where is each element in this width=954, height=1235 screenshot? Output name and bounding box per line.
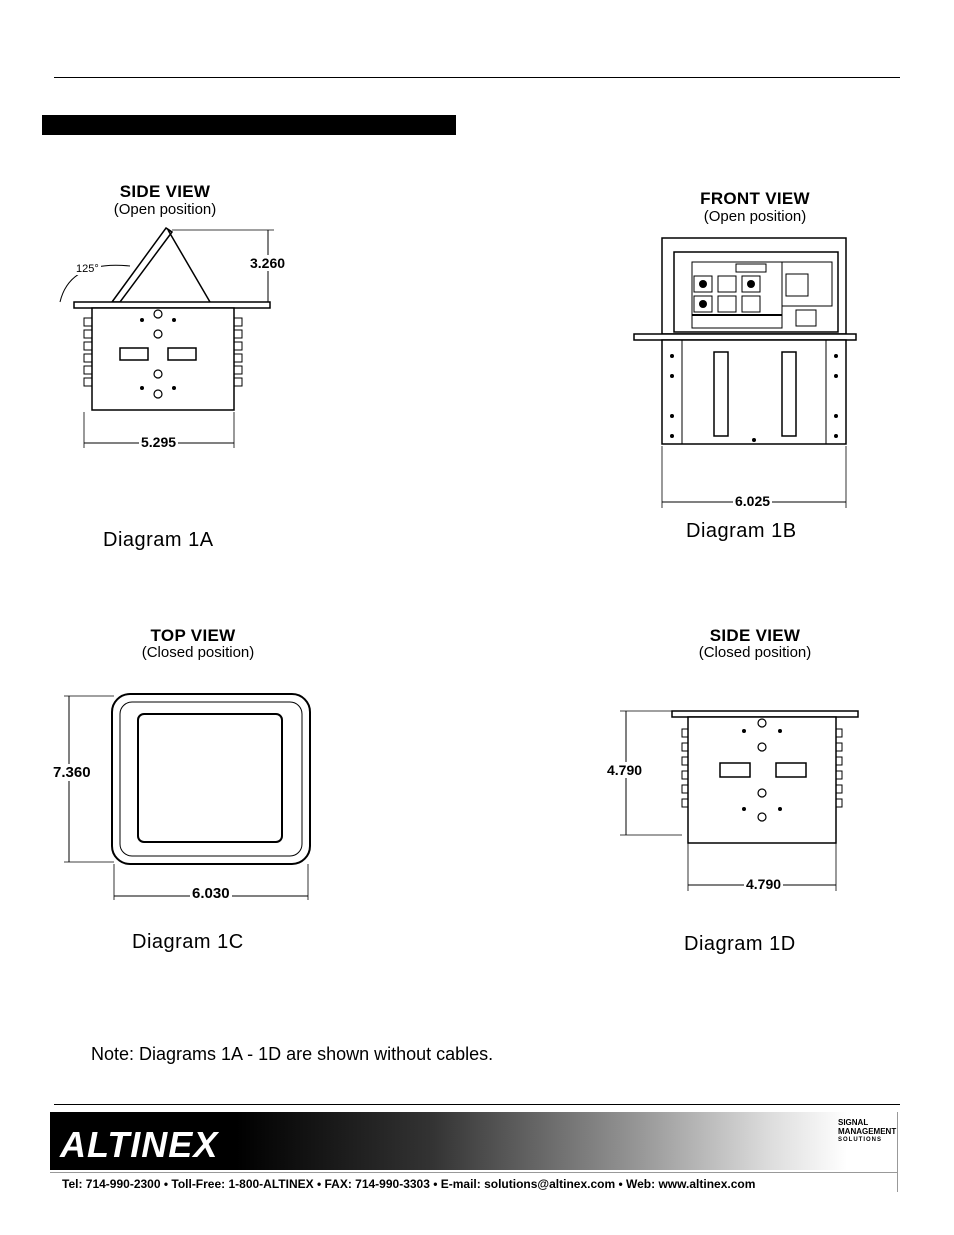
diagram-1c-subtitle: (Closed position) <box>141 644 255 661</box>
diagram-1d-height-dim: 4.790 <box>605 762 645 778</box>
footer-banner <box>50 1112 898 1170</box>
diagram-1a-angle: 125° <box>74 263 101 275</box>
diagram-1b-drawing <box>633 237 857 508</box>
contact-info: Tel: 714-990-2300 • Toll-Free: 1-800-ALT… <box>62 1177 756 1191</box>
diagram-1b-subtitle: (Open position) <box>703 208 807 225</box>
tagline-line-1: SIGNAL <box>838 1118 869 1127</box>
diagram-1d-label: Diagram 1D <box>684 933 796 955</box>
diagram-1a-width-dim: 5.295 <box>139 434 179 450</box>
diagram-1b-title: FRONT VIEW <box>700 189 810 208</box>
diagram-1c-label: Diagram 1C <box>132 931 244 953</box>
top-rule <box>54 77 900 78</box>
diagram-1a-subtitle: (Open position) <box>113 201 217 218</box>
diagram-1c-width-dim: 6.030 <box>190 885 232 902</box>
diagram-1d-width-dim: 4.790 <box>744 876 784 892</box>
diagram-1c-title: TOP VIEW <box>150 626 236 645</box>
diagram-1a-label: Diagram 1A <box>103 529 214 551</box>
diagram-1d-drawing <box>620 710 859 891</box>
signal-management-logo: SIGNAL MANAGEMENT SOLUTIONS <box>838 1118 896 1145</box>
footer-rule <box>54 1104 900 1105</box>
footer-divider <box>50 1172 898 1173</box>
diagram-1b-width-dim: 6.025 <box>733 493 773 509</box>
diagram-1d-title: SIDE VIEW <box>709 626 801 645</box>
altinex-logo: ALTINEX <box>60 1124 219 1165</box>
tagline-line-2: MANAGEMENT <box>838 1127 897 1136</box>
section-header-bar <box>42 115 456 135</box>
tagline-line-3: SOLUTIONS <box>838 1137 883 1143</box>
diagram-1b-label: Diagram 1B <box>686 520 797 542</box>
diagram-1c-height-dim: 7.360 <box>51 764 93 781</box>
diagram-1c-drawing <box>64 693 311 900</box>
diagram-1d-subtitle: (Closed position) <box>698 644 812 661</box>
diagram-1a-height-dim: 3.260 <box>248 255 288 271</box>
footer-edge <box>897 1112 898 1192</box>
diagram-1a-title: SIDE VIEW <box>119 182 211 201</box>
note-text: Note: Diagrams 1A - 1D are shown without… <box>91 1044 494 1064</box>
diagram-1a-drawing <box>59 226 274 448</box>
